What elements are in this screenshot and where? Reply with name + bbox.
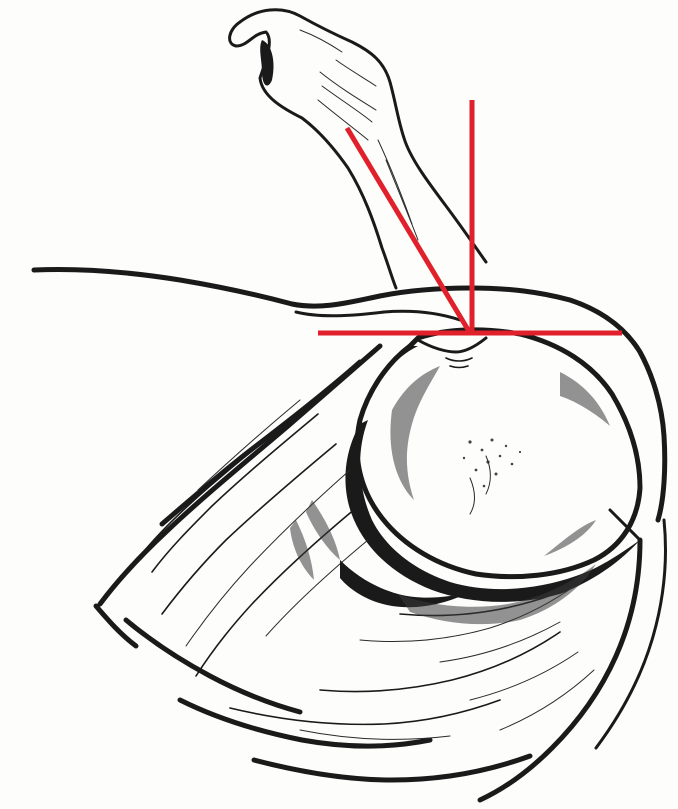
- oblique-axis-line: [347, 128, 470, 333]
- humeral-head: [357, 330, 640, 577]
